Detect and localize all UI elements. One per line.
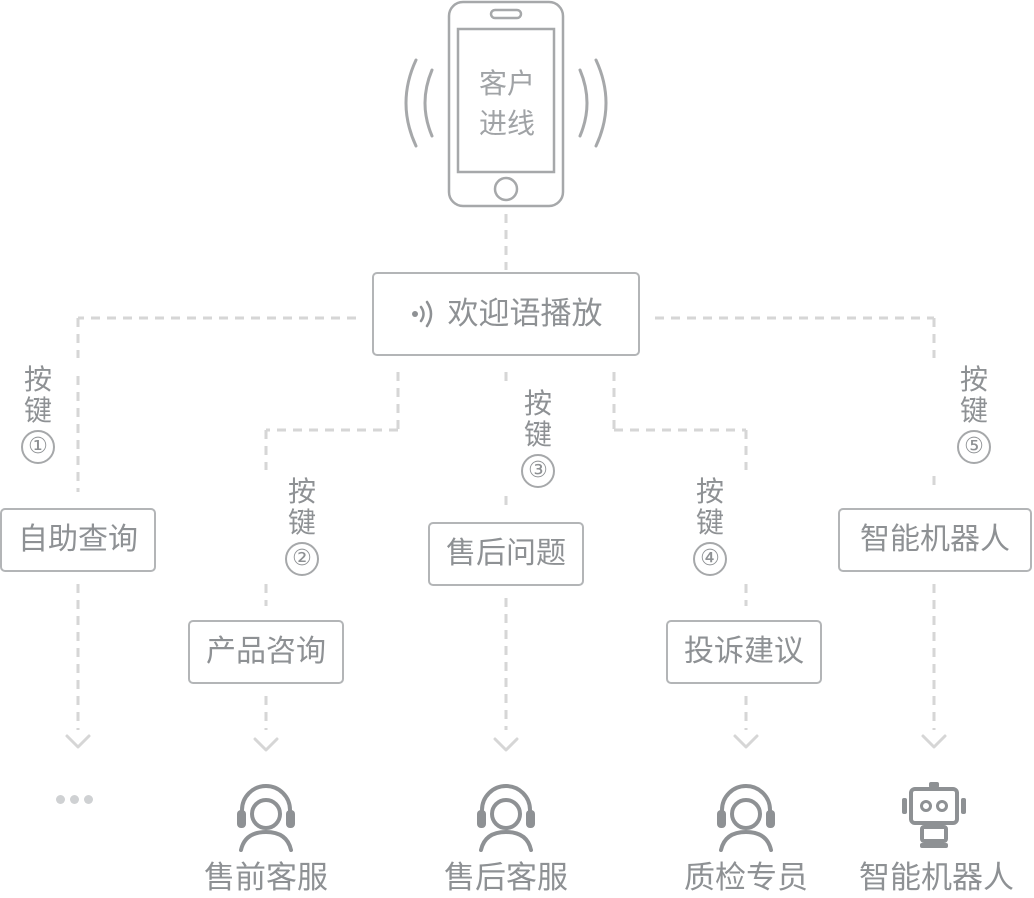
sound-wave-icon xyxy=(411,300,432,327)
agent-robot-label: 智能机器人 xyxy=(859,860,1014,896)
key-number-1: ① xyxy=(21,430,55,464)
key-press-char: 按 xyxy=(23,363,52,396)
agent-qc-label: 质检专员 xyxy=(684,860,808,896)
headset-agent-icon xyxy=(477,784,535,852)
key-number-3: ③ xyxy=(521,454,555,488)
key-label-4: 按 键 ④ xyxy=(690,476,730,576)
key-label-3: 按 键 ③ xyxy=(518,388,558,488)
option-product-consult: 产品咨询 xyxy=(188,620,344,684)
key-number-4: ④ xyxy=(693,542,727,576)
key-press-char: 按 xyxy=(523,387,552,420)
welcome-label: 欢迎语播放 xyxy=(447,296,603,332)
key-press-char: 键 xyxy=(523,418,552,451)
agent-presale: 售前客服 xyxy=(191,780,341,898)
option-after-sales-issue: 售后问题 xyxy=(428,522,584,586)
headset-agent-icon xyxy=(717,784,775,852)
key-press-char: 键 xyxy=(959,394,988,427)
phone-caption-line2: 进线 xyxy=(478,107,535,140)
key-press-char: 键 xyxy=(23,394,52,427)
phone-caption-line1: 客户 xyxy=(478,67,535,100)
key-press-char: 按 xyxy=(695,475,724,508)
option-self-query: 自助查询 xyxy=(0,508,156,572)
option-complaint: 投诉建议 xyxy=(666,620,822,684)
agent-aftersale-label: 售后客服 xyxy=(444,860,568,896)
key-number-5: ⑤ xyxy=(957,430,991,464)
agent-presale-label: 售前客服 xyxy=(204,860,328,896)
phone-icon xyxy=(447,0,565,208)
key-number-2: ② xyxy=(285,542,319,576)
key-label-2: 按 键 ② xyxy=(282,476,322,576)
agent-robot: 智能机器人 xyxy=(859,780,1014,898)
agent-qc: 质检专员 xyxy=(671,780,821,898)
key-label-1: 按 键 ① xyxy=(18,364,58,464)
key-press-char: 键 xyxy=(287,506,316,539)
option-robot: 智能机器人 xyxy=(838,508,1032,572)
key-label-5: 按 键 ⑤ xyxy=(954,364,994,464)
robot-icon xyxy=(902,782,966,848)
ellipsis-icon xyxy=(56,789,100,804)
headset-agent-icon xyxy=(237,784,295,852)
welcome-playback-node: 欢迎语播放 xyxy=(372,272,640,356)
key-press-char: 键 xyxy=(695,506,724,539)
key-press-char: 按 xyxy=(959,363,988,396)
phone-caption: 客户 进线 xyxy=(458,64,556,144)
agent-aftersale: 售后客服 xyxy=(431,780,581,898)
key-press-char: 按 xyxy=(287,475,316,508)
